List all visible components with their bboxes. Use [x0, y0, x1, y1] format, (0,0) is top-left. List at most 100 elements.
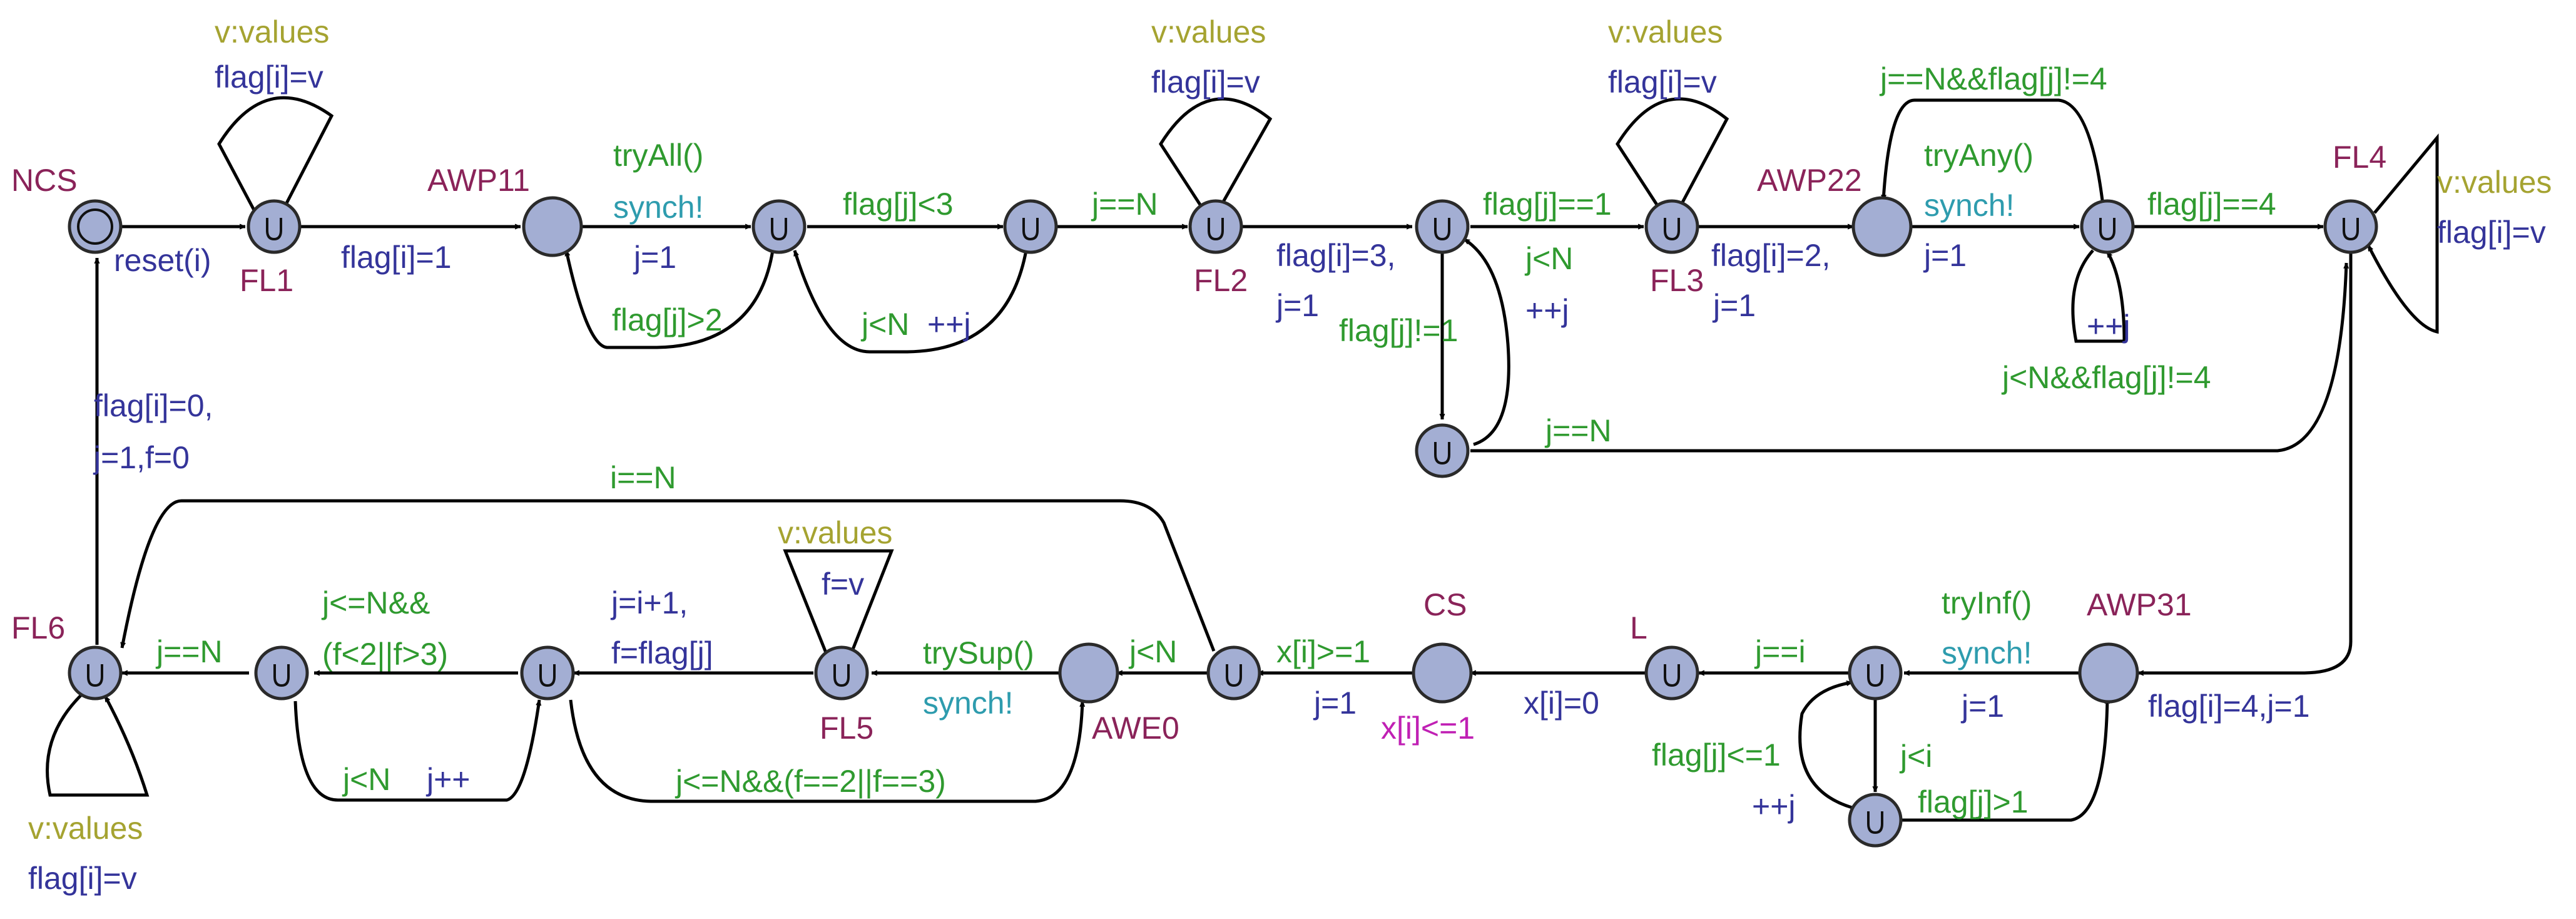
location-t7[interactable]: [1848, 793, 1903, 848]
location-t8[interactable]: [1206, 645, 1261, 701]
location-t1[interactable]: [751, 199, 807, 254]
edge-e37[interactable]: [293, 700, 539, 802]
location-fl2[interactable]: [1188, 199, 1243, 254]
edge-e26[interactable]: [1902, 698, 2107, 822]
location-t5[interactable]: [2080, 199, 2135, 254]
location-name-awp11: AWP11: [427, 163, 530, 198]
urgent-icon: [1867, 811, 1883, 834]
update-label: ++j: [1525, 293, 1569, 328]
update-label: flag[i]=v: [1151, 64, 1260, 100]
edge-e02[interactable]: [217, 96, 334, 228]
update-label: ++j: [1752, 789, 1796, 824]
urgent-icon: [1434, 218, 1450, 241]
selection-label: v:values: [778, 515, 892, 550]
guard-label: j<N: [860, 307, 909, 342]
location-ncs[interactable]: [68, 199, 123, 254]
location-t2[interactable]: [1003, 199, 1058, 254]
edge-e18[interactable]: [1883, 98, 2104, 201]
location-awp11[interactable]: [522, 196, 583, 257]
edge-e07[interactable]: [793, 250, 1028, 354]
location-awp31[interactable]: [2078, 642, 2139, 704]
urgent-icon: [1664, 218, 1680, 241]
location-t6[interactable]: [1848, 645, 1903, 701]
location-name-fl6: FL6: [11, 610, 65, 645]
guard-label: j==i: [1754, 634, 1806, 669]
update-label: flag[i]=v: [28, 861, 137, 896]
guard-label: x[i]>=1: [1276, 634, 1370, 669]
update-label: x[i]=0: [1524, 685, 1599, 721]
edge-e14[interactable]: [1470, 263, 2346, 453]
guard-label: j==N: [155, 634, 223, 669]
location-invariant-cs: x[i]<=1: [1381, 711, 1475, 746]
edge-e05[interactable]: [566, 250, 775, 349]
update-label: j=1: [1960, 689, 2004, 724]
location-name-fl4: FL4: [2333, 140, 2386, 175]
edge-e39[interactable]: [46, 694, 150, 797]
update-label: j=1: [1313, 685, 1357, 721]
urgent-icon: [87, 664, 103, 687]
urgent-icon: [771, 218, 787, 241]
location-fl5[interactable]: [814, 645, 869, 701]
guard-label: tryInf(): [1942, 585, 2032, 620]
update-label: flag[i]=1: [341, 240, 452, 275]
edge-e25[interactable]: [1798, 682, 1852, 809]
location-name-fl1: FL1: [240, 263, 293, 298]
guard-label: i==N: [610, 460, 676, 495]
synchronisation-label: synch!: [1924, 188, 2015, 223]
edges: [46, 96, 2439, 822]
guard-label: tryAll(): [613, 138, 703, 173]
guard-label: flag[j]>2: [612, 302, 723, 337]
location-names: NCS FL1 AWP11 FL2 FL3 AWP22 FL4 AWP31 L …: [11, 140, 2386, 746]
location-t3[interactable]: [1415, 199, 1470, 254]
update-label: f=v: [822, 567, 864, 602]
location-name-awp22: AWP22: [1757, 163, 1862, 198]
guard-label: flag[j]>1: [1918, 784, 2029, 819]
location-awe0[interactable]: [1058, 642, 1119, 704]
location-t4[interactable]: [1415, 423, 1470, 478]
urgent-icon: [1208, 218, 1224, 241]
urgent-icon: [2343, 218, 2359, 241]
edge-e15[interactable]: [1616, 97, 1729, 213]
location-name-fl5: FL5: [820, 711, 873, 746]
update-label: flag[i]=3,: [1276, 238, 1395, 273]
edge-e31[interactable]: [122, 499, 1216, 652]
update-label: ++j: [927, 307, 971, 342]
edge-e19[interactable]: [2071, 249, 2126, 343]
location-l[interactable]: [1644, 645, 1699, 701]
urgent-icon: [539, 664, 556, 687]
update-label: j=i+1,: [610, 585, 688, 620]
urgent-icon: [1664, 664, 1680, 687]
location-name-ncs: NCS: [11, 163, 78, 198]
guard-label: j<N&&flag[j]!=4: [2001, 360, 2211, 395]
urgent-icon: [1867, 664, 1883, 687]
update-label: f=flag[j]: [611, 635, 713, 670]
edge-e09[interactable]: [1159, 97, 1273, 213]
synchronisation-label: synch!: [923, 685, 1014, 721]
edge-e12[interactable]: [1464, 237, 1510, 446]
location-name-awe0: AWE0: [1092, 711, 1179, 746]
update-label: flag[i]=0,: [94, 388, 213, 423]
location-fl6[interactable]: [68, 645, 123, 701]
edge-e35[interactable]: [569, 699, 1082, 803]
update-label: reset(i): [114, 243, 211, 278]
edge-e33[interactable]: [783, 549, 894, 661]
update-label: flag[i]=v: [1608, 64, 1717, 100]
update-label: j=1: [1275, 288, 1319, 323]
location-t9[interactable]: [520, 645, 575, 701]
location-t10[interactable]: [254, 645, 309, 701]
selection-label: v:values: [28, 811, 143, 846]
edge-e21[interactable]: [2366, 133, 2439, 334]
location-fl1[interactable]: [247, 199, 302, 254]
edge-e22[interactable]: [2138, 247, 2353, 673]
location-fl4[interactable]: [2323, 199, 2378, 254]
selection-label: v:values: [1151, 14, 1266, 49]
location-fl3[interactable]: [1644, 199, 1699, 254]
update-label: j=1: [633, 240, 676, 275]
urgent-icon: [833, 664, 850, 687]
location-awp22[interactable]: [1851, 196, 1913, 257]
location-cs[interactable]: [1412, 642, 1473, 704]
urgent-icon: [2099, 218, 2115, 241]
guard-label: (f<2||f>3): [322, 637, 448, 672]
update-label: flag[i]=2,: [1711, 238, 1830, 273]
update-label: flag[i]=4,j=1: [2148, 689, 2310, 724]
